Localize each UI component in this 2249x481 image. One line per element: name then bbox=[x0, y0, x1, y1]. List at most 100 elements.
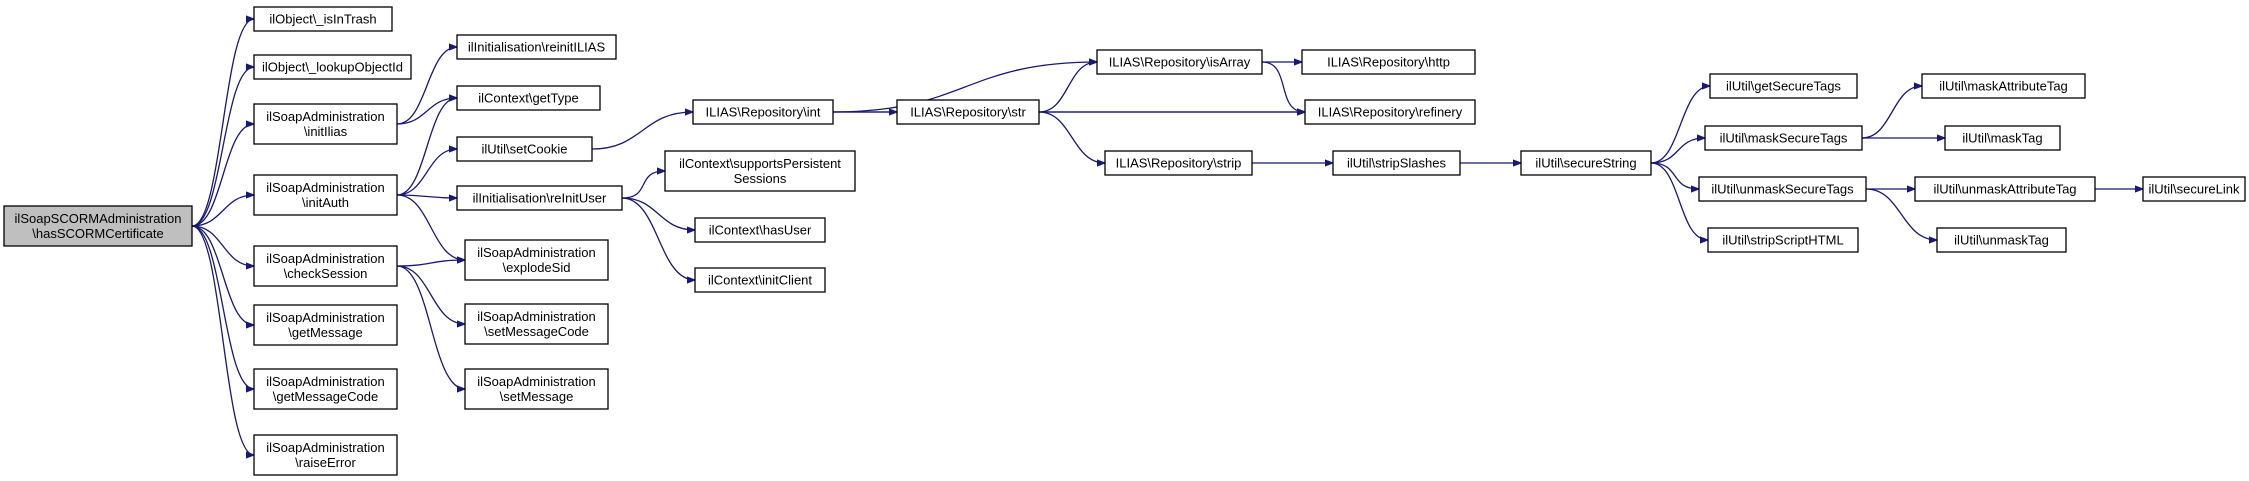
node-label: ilSoapAdministration bbox=[266, 109, 385, 124]
node-repo-http[interactable]: ILIAS\Repository\http bbox=[1301, 49, 1476, 75]
node-label: ilUtil\maskTag bbox=[1962, 131, 2042, 146]
edge-check-session-to-explode-sid bbox=[396, 260, 465, 267]
edge-init-auth-to-re-init-user bbox=[396, 195, 457, 198]
node-box bbox=[456, 85, 601, 111]
node-mask-attribute-tag[interactable]: ilUtil\maskAttributeTag bbox=[1921, 73, 2086, 99]
node-root: ilSoapSCORMAdministration\hasSCORMCertif… bbox=[3, 205, 193, 247]
edge-repo-str-to-repo-is-array bbox=[1038, 62, 1097, 113]
node-label: ILIAS\Repository\str bbox=[910, 105, 1026, 120]
edge-re-init-user-to-init-client bbox=[621, 197, 695, 280]
node-init-auth[interactable]: ilSoapAdministration\initAuth bbox=[253, 174, 398, 216]
edge-secure-string-to-mask-secure-tags bbox=[1650, 138, 1705, 164]
node-box bbox=[1301, 49, 1476, 75]
node-set-cookie[interactable]: ilUtil\setCookie bbox=[456, 136, 593, 162]
node-box bbox=[1332, 150, 1461, 176]
edge-root-to-is-in-trash bbox=[191, 19, 254, 227]
node-box bbox=[1304, 99, 1476, 125]
node-secure-link[interactable]: ilUtil\secureLink bbox=[2142, 176, 2246, 202]
node-label: ilUtil\getSecureTags bbox=[1726, 79, 1841, 94]
node-lookup-object-id[interactable]: ilObject\_lookupObjectId bbox=[253, 54, 412, 80]
edge-root-to-init-auth bbox=[191, 195, 254, 227]
node-box bbox=[253, 304, 398, 346]
node-label: ilContext\getType bbox=[478, 91, 578, 106]
node-get-message[interactable]: ilSoapAdministration\getMessage bbox=[253, 304, 398, 346]
edge-set-cookie-to-repo-int bbox=[591, 112, 693, 150]
node-label: ilUtil\setCookie bbox=[482, 142, 568, 157]
node-check-session[interactable]: ilSoapAdministration\checkSession bbox=[253, 245, 398, 287]
node-has-user[interactable]: ilContext\hasUser bbox=[694, 217, 826, 243]
edge-unmask-secure-tags-to-unmask-tag bbox=[1865, 188, 1937, 240]
node-box bbox=[1096, 49, 1263, 75]
node-unmask-secure-tags[interactable]: ilUtil\unmaskSecureTags bbox=[1698, 176, 1867, 202]
edge-layer bbox=[191, 19, 2143, 455]
node-repo-strip[interactable]: ILIAS\Repository\strip bbox=[1104, 150, 1253, 176]
node-label: \initAuth bbox=[302, 195, 349, 210]
node-reinit-ilias[interactable]: ilInitialisation\reinitILIAS bbox=[456, 34, 617, 60]
node-unmask-tag[interactable]: ilUtil\unmaskTag bbox=[1936, 227, 2067, 253]
node-label: Sessions bbox=[734, 171, 787, 186]
node-label: ilSoapAdministration bbox=[266, 180, 385, 195]
node-box bbox=[253, 434, 398, 476]
node-box bbox=[694, 217, 826, 243]
node-box bbox=[1704, 125, 1863, 151]
node-box bbox=[1944, 125, 2061, 151]
node-label: ilUtil\unmaskSecureTags bbox=[1711, 182, 1854, 197]
node-label: ilSoapAdministration bbox=[477, 309, 596, 324]
node-repo-str[interactable]: ILIAS\Repository\str bbox=[896, 99, 1040, 125]
edge-repo-is-array-to-repo-refinery bbox=[1261, 61, 1305, 112]
node-repo-refinery[interactable]: ILIAS\Repository\refinery bbox=[1304, 99, 1476, 125]
edge-repo-int-to-repo-is-array bbox=[832, 62, 1097, 113]
node-box bbox=[253, 6, 393, 32]
node-label: \checkSession bbox=[284, 266, 368, 281]
node-box bbox=[1520, 150, 1652, 176]
edge-init-auth-to-get-type bbox=[396, 98, 457, 196]
edge-repo-str-to-repo-strip bbox=[1038, 111, 1105, 163]
node-layer: ilSoapSCORMAdministration\hasSCORMCertif… bbox=[3, 6, 2246, 476]
node-label: ilUtil\secureString bbox=[1535, 156, 1636, 171]
edge-root-to-lookup-object-id bbox=[191, 67, 254, 227]
edge-secure-string-to-get-secure-tags bbox=[1650, 86, 1710, 164]
node-get-message-code[interactable]: ilSoapAdministration\getMessageCode bbox=[253, 368, 398, 410]
node-box bbox=[464, 303, 609, 345]
node-label: ilContext\hasUser bbox=[709, 223, 812, 238]
node-set-message[interactable]: ilSoapAdministration\setMessage bbox=[464, 368, 609, 410]
edge-init-auth-to-explode-sid bbox=[396, 194, 465, 260]
node-re-init-user[interactable]: ilInitialisation\reInitUser bbox=[456, 185, 623, 211]
node-init-ilias[interactable]: ilSoapAdministration\initIlias bbox=[253, 103, 398, 145]
node-mask-secure-tags[interactable]: ilUtil\maskSecureTags bbox=[1704, 125, 1863, 151]
node-label: \setMessageCode bbox=[484, 324, 589, 339]
node-box bbox=[253, 368, 398, 410]
node-strip-script-html[interactable]: ilUtil\stripScriptHTML bbox=[1707, 227, 1859, 253]
node-init-client[interactable]: ilContext\initClient bbox=[694, 267, 826, 293]
node-label: ilSoapAdministration bbox=[266, 251, 385, 266]
node-label: ilUtil\maskAttributeTag bbox=[1939, 79, 2068, 94]
node-is-in-trash[interactable]: ilObject\_isInTrash bbox=[253, 6, 393, 32]
node-set-message-code[interactable]: ilSoapAdministration\setMessageCode bbox=[464, 303, 609, 345]
node-box bbox=[1914, 176, 2096, 202]
node-label: ilUtil\unmaskAttributeTag bbox=[1933, 182, 2076, 197]
node-box bbox=[1921, 73, 2086, 99]
node-label: \setMessage bbox=[500, 389, 574, 404]
node-get-type[interactable]: ilContext\getType bbox=[456, 85, 601, 111]
node-strip-slashes[interactable]: ilUtil\stripSlashes bbox=[1332, 150, 1461, 176]
edge-init-auth-to-set-cookie bbox=[396, 149, 457, 196]
node-box bbox=[1936, 227, 2067, 253]
node-explode-sid[interactable]: ilSoapAdministration\explodeSid bbox=[464, 239, 609, 281]
node-box bbox=[1709, 73, 1858, 99]
edge-root-to-get-message bbox=[191, 225, 254, 325]
node-raise-error[interactable]: ilSoapAdministration\raiseError bbox=[253, 434, 398, 476]
node-box bbox=[1104, 150, 1253, 176]
node-label: ilInitialisation\reinitILIAS bbox=[468, 40, 606, 55]
node-mask-tag[interactable]: ilUtil\maskTag bbox=[1944, 125, 2061, 151]
node-secure-string[interactable]: ilUtil\secureString bbox=[1520, 150, 1652, 176]
node-box bbox=[664, 150, 856, 192]
edge-root-to-check-session bbox=[191, 225, 254, 266]
node-repo-is-array[interactable]: ILIAS\Repository\isArray bbox=[1096, 49, 1263, 75]
edge-re-init-user-to-supports-persistent bbox=[621, 171, 665, 199]
node-repo-int[interactable]: ILIAS\Repository\int bbox=[692, 99, 834, 125]
node-get-secure-tags[interactable]: ilUtil\getSecureTags bbox=[1709, 73, 1858, 99]
node-box bbox=[464, 368, 609, 410]
node-unmask-attribute-tag[interactable]: ilUtil\unmaskAttributeTag bbox=[1914, 176, 2096, 202]
